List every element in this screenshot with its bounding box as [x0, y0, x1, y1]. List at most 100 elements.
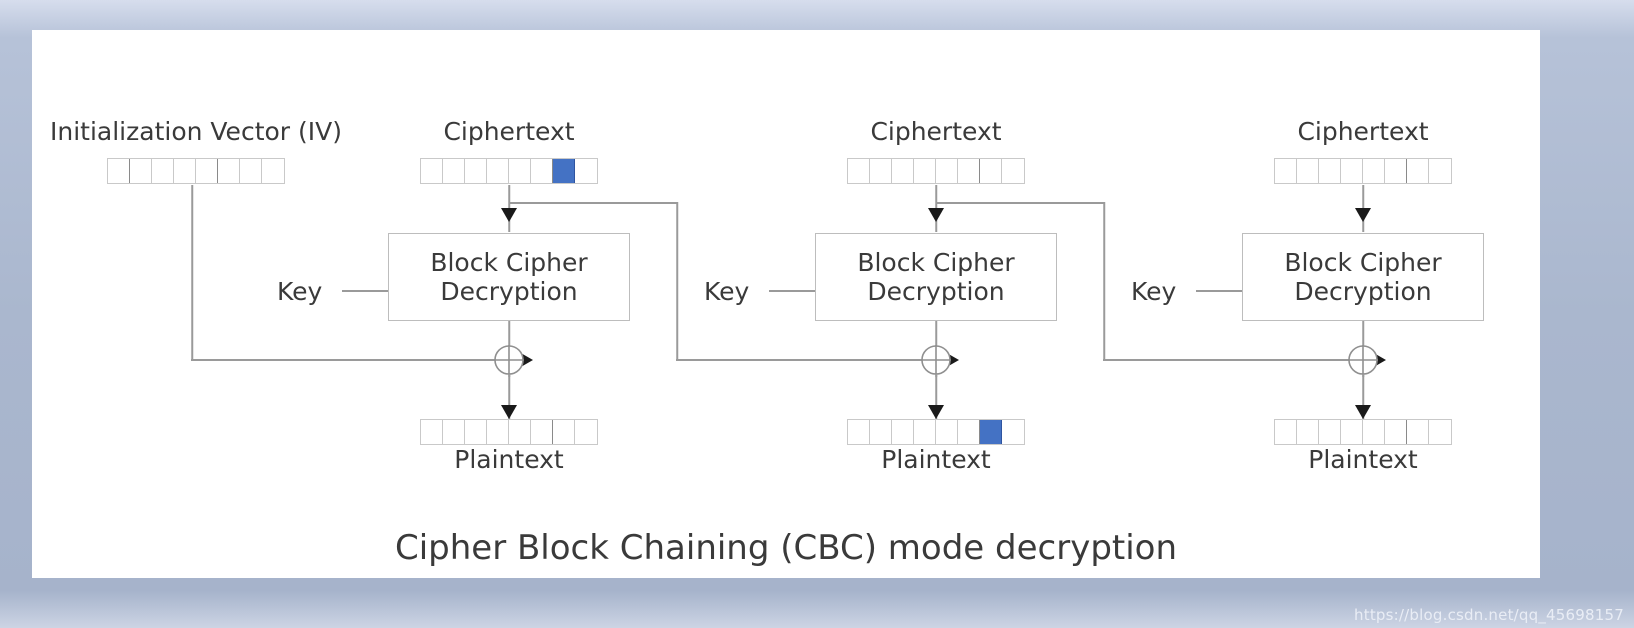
bit-cell — [1319, 159, 1341, 183]
bit-cell — [914, 420, 936, 444]
iv-vertical-line — [191, 185, 193, 360]
bit-cell — [958, 159, 980, 183]
bit-cell — [1407, 420, 1429, 444]
bit-cell — [465, 420, 487, 444]
bit-cell — [870, 159, 892, 183]
bit-cell — [1297, 420, 1319, 444]
stage-2-ciphertext-label: Ciphertext — [870, 117, 1002, 146]
bit-cell — [848, 420, 870, 444]
stage-3-ciphertext-array — [1274, 158, 1452, 184]
stage-2-xor-to-plaintext-line — [935, 374, 937, 420]
bit-cell — [1002, 420, 1024, 444]
stage-3-ciphertext-arrowhead — [1355, 208, 1371, 222]
stage-1-box-line-1: Block Cipher — [430, 248, 588, 277]
stage-1-ciphertext-array — [420, 158, 598, 184]
stage-1-key-line — [342, 290, 404, 292]
bit-cell — [152, 159, 174, 183]
bit-cell — [108, 159, 130, 183]
iv-bit-array — [107, 158, 285, 184]
bit-cell — [553, 420, 575, 444]
stage-2-plaintext-array — [847, 419, 1025, 445]
stage-1-xor-to-plaintext-line — [508, 374, 510, 420]
stage-3-plaintext-arrowhead — [1355, 405, 1371, 419]
bit-cell — [958, 420, 980, 444]
stage-3-ciphertext-label: Ciphertext — [1297, 117, 1429, 146]
stage-2-chain-vertical-line — [1103, 202, 1105, 360]
bit-cell — [1275, 420, 1297, 444]
bit-cell — [575, 159, 597, 183]
stage-1-key-label: Key — [277, 277, 323, 306]
bit-cell — [1429, 159, 1451, 183]
stage-2-plaintext-label: Plaintext — [881, 445, 991, 474]
stage-2-box-line-2: Decryption — [867, 277, 1005, 306]
stage-1-plaintext-label: Plaintext — [454, 445, 564, 474]
stage-1-plaintext-array — [420, 419, 598, 445]
bit-cell — [1429, 420, 1451, 444]
bit-cell — [218, 159, 240, 183]
bit-cell — [262, 159, 284, 183]
bit-cell — [509, 420, 531, 444]
bit-cell — [892, 159, 914, 183]
bit-cell — [130, 159, 152, 183]
bit-cell — [196, 159, 218, 183]
bit-cell — [1002, 159, 1024, 183]
bit-cell — [936, 159, 958, 183]
bit-cell — [531, 420, 553, 444]
stage-3-box-line-1: Block Cipher — [1284, 248, 1442, 277]
stage-2-box-line-1: Block Cipher — [857, 248, 1015, 277]
bit-cell — [980, 420, 1002, 444]
stage-1-box-line-2: Decryption — [440, 277, 578, 306]
stage-1-block-cipher-box: Block Cipher Decryption — [388, 233, 630, 321]
stage-3-key-label: Key — [1131, 277, 1177, 306]
bit-cell — [421, 420, 443, 444]
stage-1-xor-icon — [494, 345, 524, 375]
bit-cell — [487, 420, 509, 444]
stage-3-plaintext-label: Plaintext — [1308, 445, 1418, 474]
stage-2-key-label: Key — [704, 277, 750, 306]
bit-cell — [531, 159, 553, 183]
stage-1-ciphertext-label: Ciphertext — [443, 117, 575, 146]
bit-cell — [465, 159, 487, 183]
bit-cell — [240, 159, 262, 183]
bit-cell — [487, 159, 509, 183]
iv-horizontal-line — [191, 359, 521, 361]
bit-cell — [1385, 420, 1407, 444]
source-watermark: https://blog.csdn.net/qq_45698157 — [1354, 606, 1624, 624]
stage-1-chain-vertical-line — [676, 202, 678, 360]
bit-cell — [980, 159, 1002, 183]
bit-cell — [936, 420, 958, 444]
bit-cell — [914, 159, 936, 183]
bit-cell — [892, 420, 914, 444]
stage-1-chain-top-line — [509, 202, 677, 204]
bit-cell — [1341, 159, 1363, 183]
bit-cell — [1341, 420, 1363, 444]
stage-1-chain-bottom-line — [676, 359, 947, 361]
stage-2-block-cipher-box: Block Cipher Decryption — [815, 233, 1057, 321]
bit-cell — [1385, 159, 1407, 183]
bit-cell — [1319, 420, 1341, 444]
stage-3-box-line-2: Decryption — [1294, 277, 1432, 306]
bit-cell — [421, 159, 443, 183]
bit-cell — [575, 420, 597, 444]
stage-3-block-cipher-box: Block Cipher Decryption — [1242, 233, 1484, 321]
stage-2-key-line — [769, 290, 831, 292]
stage-1-plaintext-arrowhead — [501, 405, 517, 419]
stage-3-key-line — [1196, 290, 1258, 292]
bit-cell — [509, 159, 531, 183]
bit-cell — [553, 159, 575, 183]
bit-cell — [848, 159, 870, 183]
stage-2-xor-icon — [921, 345, 951, 375]
stage-3-xor-icon — [1348, 345, 1378, 375]
bit-cell — [174, 159, 196, 183]
stage-2-ciphertext-array — [847, 158, 1025, 184]
bit-cell — [1363, 420, 1385, 444]
stage-2-plaintext-arrowhead — [928, 405, 944, 419]
bit-cell — [870, 420, 892, 444]
stage-2-ciphertext-arrowhead — [928, 208, 944, 222]
stage-2-chain-bottom-line — [1103, 359, 1374, 361]
bit-cell — [1297, 159, 1319, 183]
stage-3-xor-to-plaintext-line — [1362, 374, 1364, 420]
bit-cell — [1275, 159, 1297, 183]
figure-title: Cipher Block Chaining (CBC) mode decrypt… — [394, 528, 1178, 568]
